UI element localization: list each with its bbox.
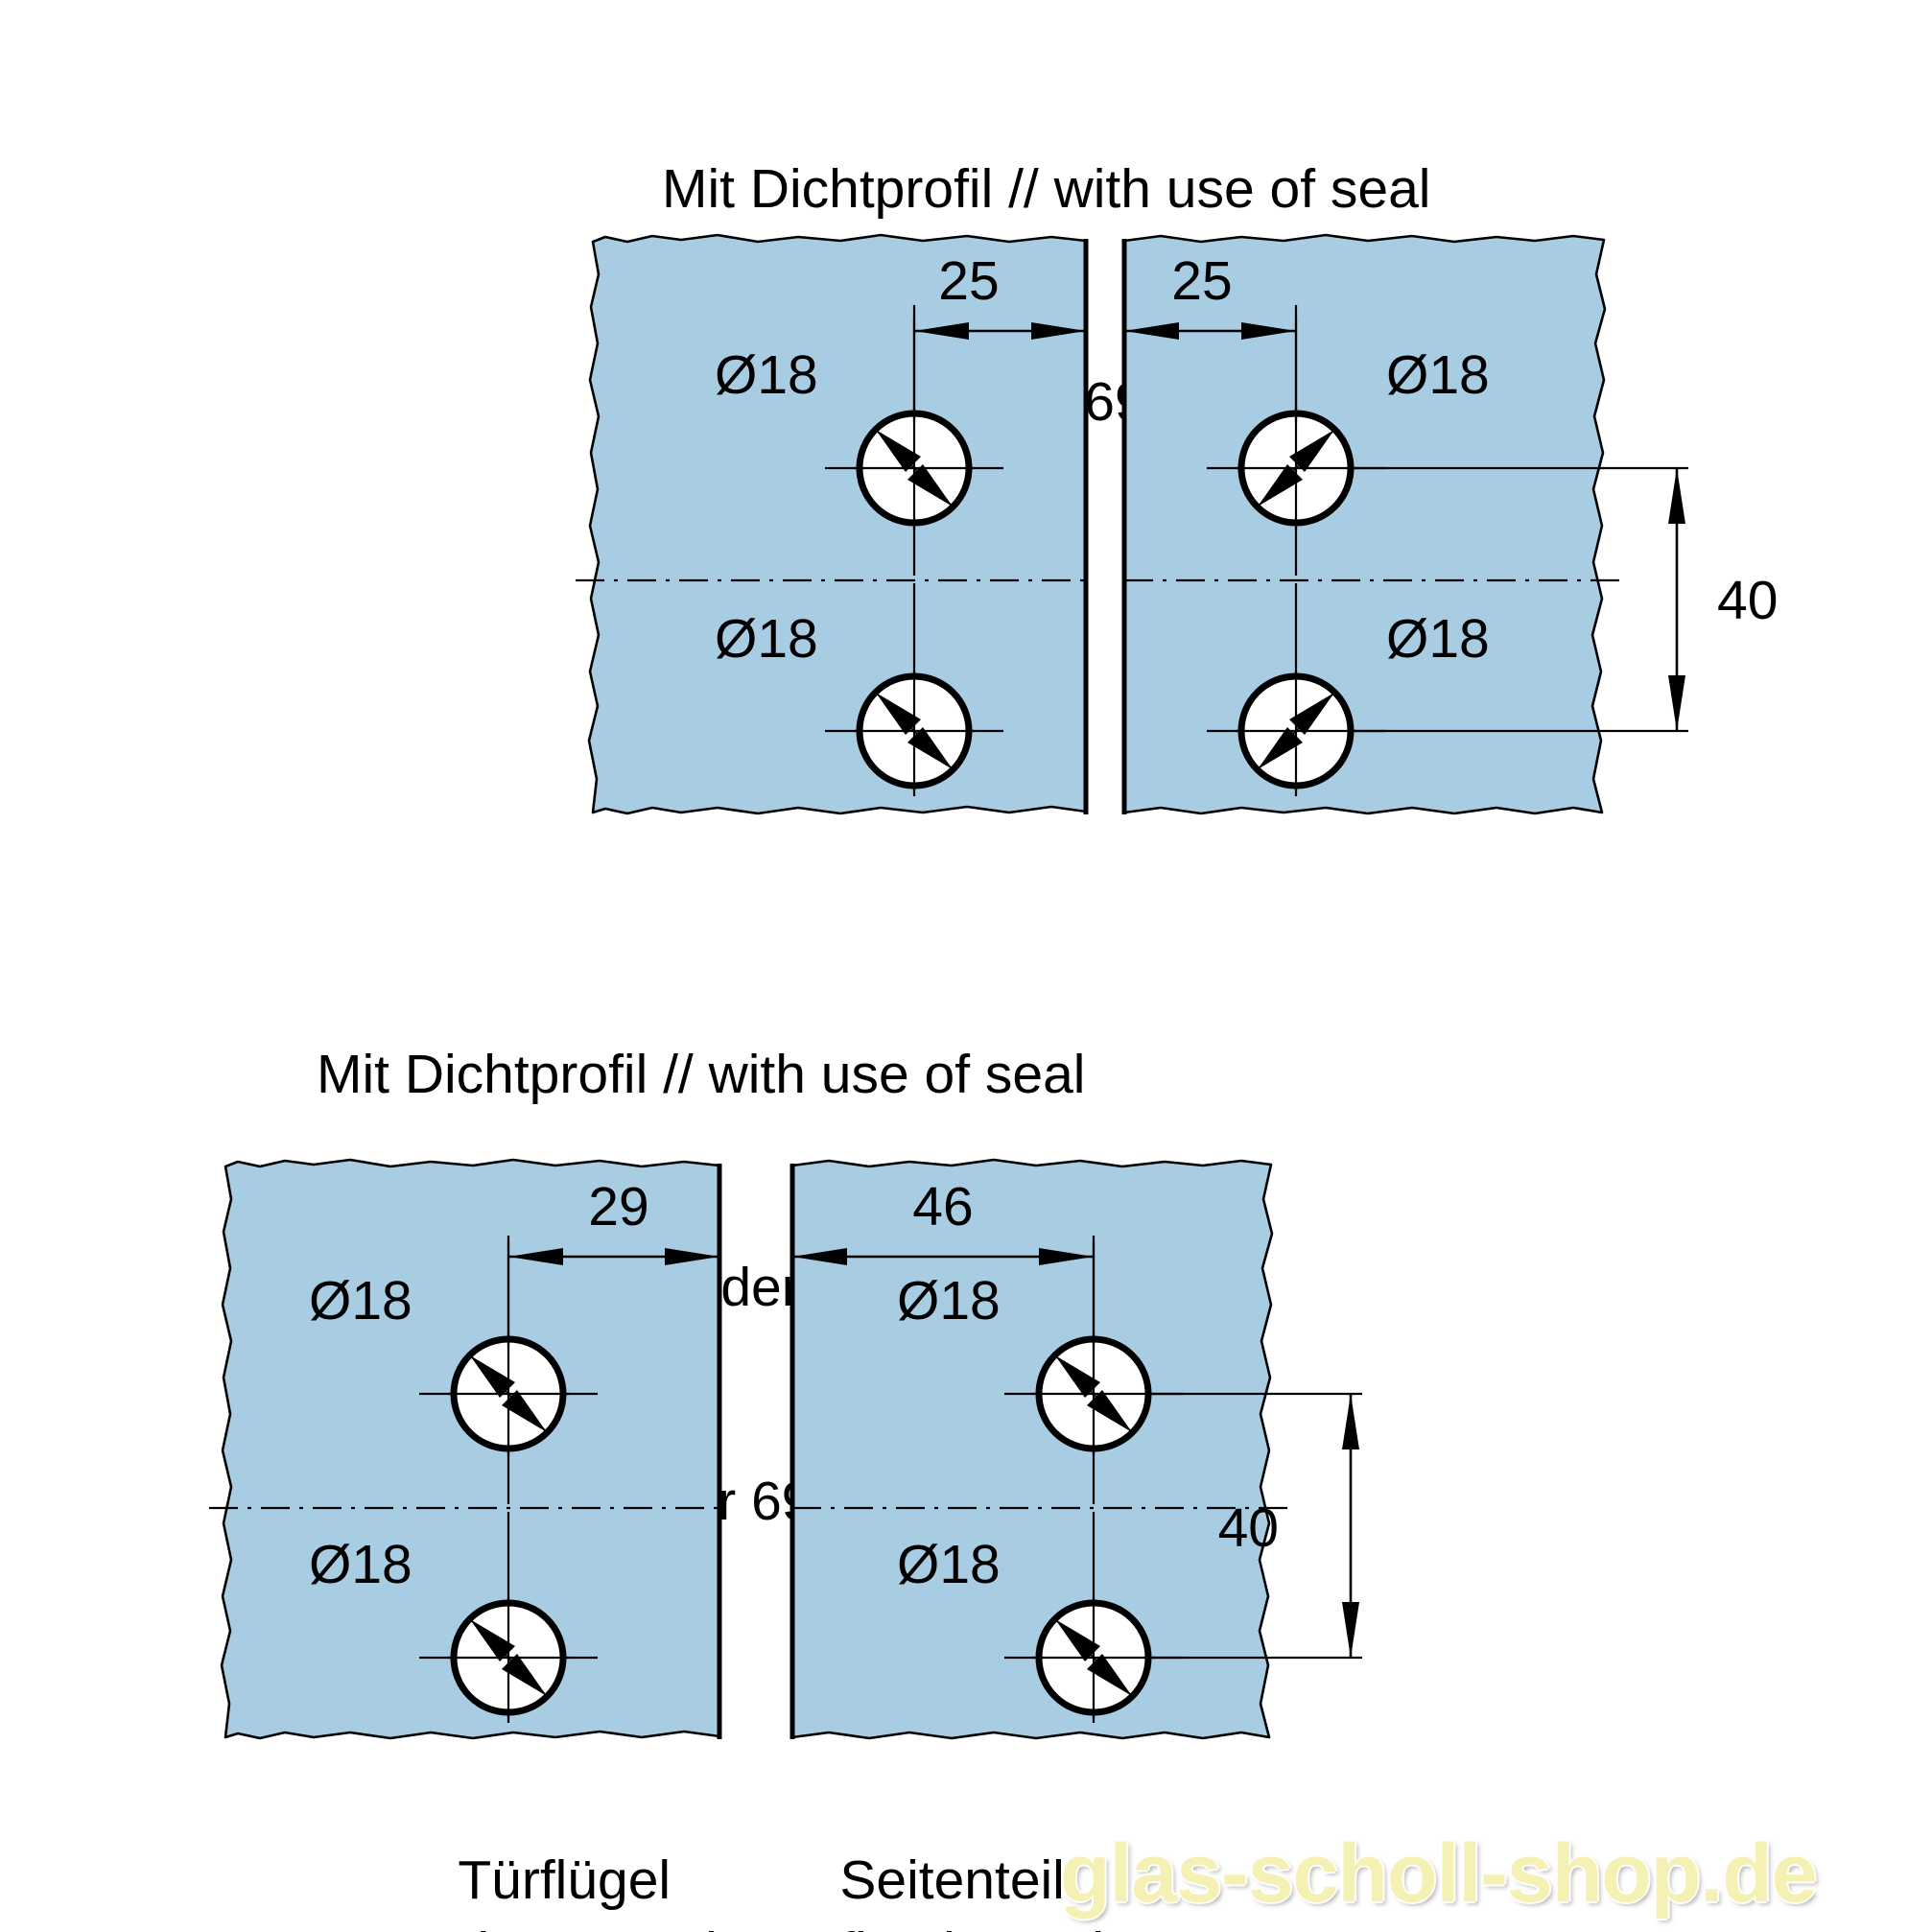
bottom-right-upper-hole [1004, 1236, 1183, 1504]
bottom-right-dimension-46: 46 [912, 1176, 973, 1237]
top-vertical-dimension [1351, 466, 1688, 733]
top-title-line-1: Mit Dichtprofil // with use of seal [662, 158, 1431, 221]
bottom-right-glass-panel [789, 1158, 1274, 1740]
top-right-glass-panel [1121, 233, 1607, 815]
caption-fixed-de: Seitenteil [839, 1850, 1065, 1912]
top-right-lower-hole-label: Ø18 [1386, 608, 1490, 670]
top-right-dimension-25: 25 [1171, 250, 1232, 312]
bottom-title-line-1: Mit Dichtprofil // with use of seal [317, 1044, 1086, 1106]
bottom-left-lower-hole [419, 1512, 598, 1723]
top-right-upper-hole-label: Ø18 [1386, 344, 1490, 406]
caption-door-panel: Türflügel door panel [398, 1773, 717, 1932]
bottom-right-edge-dimension [790, 1222, 1096, 1348]
top-left-lower-hole [825, 583, 1003, 796]
bottom-left-edge-dimension [507, 1222, 721, 1348]
bottom-left-dimension-29: 29 [588, 1176, 648, 1237]
bottom-left-glass-panel [220, 1158, 721, 1740]
bottom-left-lower-hole-label: Ø18 [309, 1534, 412, 1595]
caption-fixed-en: fixed panel [839, 1921, 1104, 1932]
top-left-lower-hole-label: Ø18 [715, 608, 818, 670]
top-left-glass-panel [587, 233, 1088, 815]
top-left-edge-dimension [912, 297, 1088, 422]
caption-door-de: Türflügel [458, 1850, 671, 1912]
bottom-vertical-dimension [1148, 1392, 1362, 1660]
bottom-dimension-40: 40 [1218, 1497, 1279, 1559]
bottom-left-upper-hole-label: Ø18 [309, 1270, 412, 1331]
bottom-left-upper-hole [419, 1236, 598, 1504]
watermark-glas-scholl-shop: glas-scholl-shop.de [1060, 1827, 1818, 1920]
top-left-upper-hole-label: Ø18 [715, 344, 818, 406]
top-right-edge-dimension [1122, 297, 1298, 422]
top-right-lower-hole [1207, 583, 1385, 796]
top-dimension-40: 40 [1717, 570, 1778, 631]
bottom-right-lower-hole-label: Ø18 [897, 1534, 1001, 1595]
top-right-upper-hole [1207, 305, 1385, 576]
caption-door-en: door panel [459, 1921, 717, 1932]
caption-fixed-panel: Seitenteil fixed panel [779, 1773, 1104, 1932]
top-left-dimension-25: 25 [938, 250, 999, 312]
bottom-right-upper-hole-label: Ø18 [897, 1270, 1001, 1331]
